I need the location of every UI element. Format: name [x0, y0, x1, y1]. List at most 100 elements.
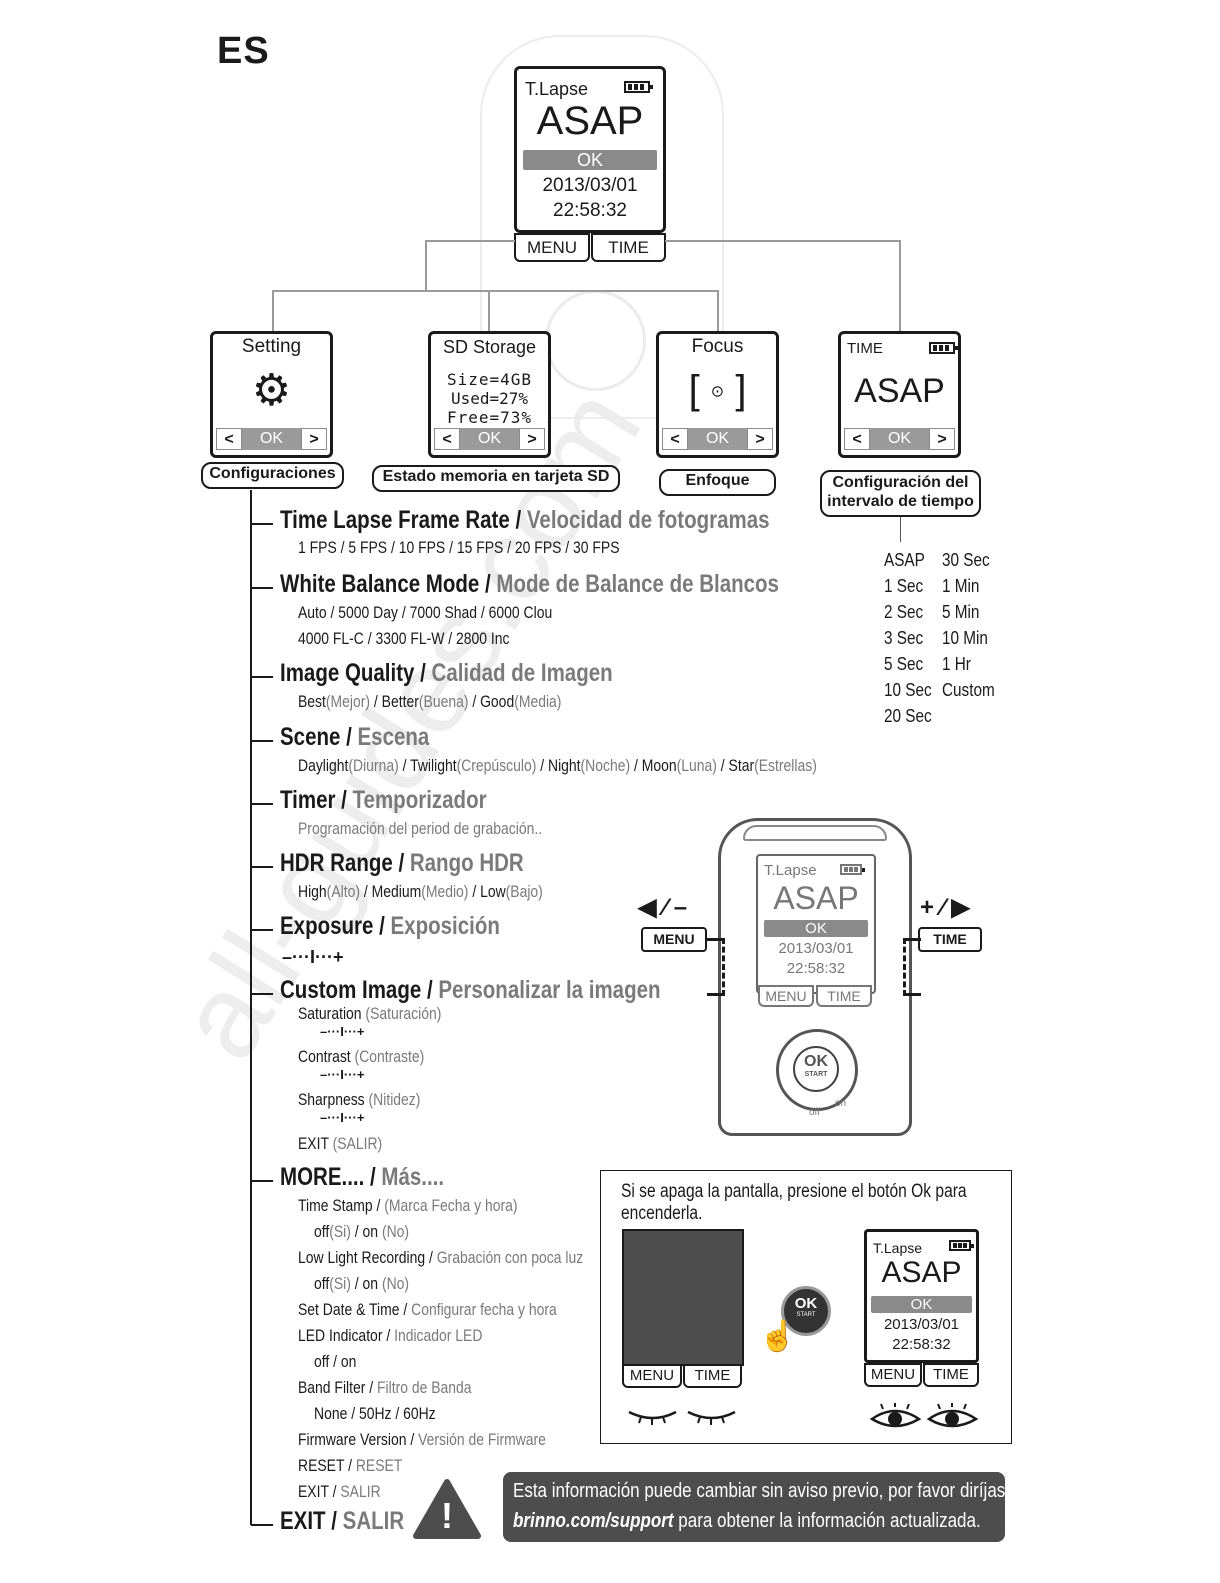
sharpness-scale[interactable]: –···I···+	[320, 1110, 365, 1125]
more-timestamp[interactable]: Time Stamp / (Marca Fecha y hora)	[298, 1196, 518, 1215]
time-button[interactable]: TIME	[591, 233, 666, 262]
open-eyes-icon	[869, 1403, 979, 1428]
right-arrow-icon[interactable]: >	[301, 428, 327, 450]
focus-navbar: < OK >	[662, 428, 773, 450]
tree-tick	[251, 1180, 273, 1182]
device-start-label: START	[804, 1071, 828, 1078]
interval-option: 10 Min	[942, 628, 988, 648]
focus-title: Focus	[691, 336, 744, 357]
sharpness-label[interactable]: Sharpness (Nitidez)	[298, 1090, 421, 1109]
more-low-light[interactable]: Low Light Recording / Grabación con poca…	[298, 1248, 584, 1267]
ok-press-button[interactable]: OK START	[781, 1286, 831, 1336]
connector-line	[488, 290, 490, 332]
interval-option: 30 Sec	[942, 550, 990, 570]
menu-hdr[interactable]: HDR Range / Rango HDR	[280, 849, 524, 877]
on-time-button[interactable]: TIME	[923, 1363, 979, 1387]
ok-bar: OK	[523, 150, 657, 170]
tree-tick	[251, 993, 273, 995]
device-screen: T.Lapse ASAP OK 2013/03/01 22:58:32	[756, 854, 876, 994]
ok-label[interactable]: OK	[870, 428, 929, 450]
more-reset[interactable]: RESET / RESET	[298, 1456, 403, 1475]
ok-label[interactable]: OK	[688, 428, 747, 450]
timer-description: Programación del period de grabación..	[298, 819, 543, 838]
support-link[interactable]: brinno.com/support	[513, 1510, 674, 1532]
on-screen-interval: ASAP	[881, 1256, 962, 1289]
tree-tick	[251, 866, 273, 868]
menu-button[interactable]: MENU	[514, 233, 590, 262]
menu-callout: MENU	[641, 927, 707, 952]
menu-white-balance[interactable]: White Balance Mode / Mode de Balance de …	[280, 570, 779, 598]
more-band-filter[interactable]: Band Filter / Filtro de Banda	[298, 1378, 472, 1397]
saturation-label[interactable]: Saturation (Saturación)	[298, 1004, 442, 1023]
tree-tick	[251, 929, 273, 931]
right-arrow-icon[interactable]: >	[929, 428, 955, 450]
menu-tree-line	[250, 490, 252, 1525]
connector-line	[272, 290, 719, 292]
mode-label: T.Lapse	[525, 79, 589, 99]
wb-options-2: 4000 FL-C / 3300 FL-W / 2800 Inc	[298, 629, 510, 648]
contrast-scale[interactable]: –···I···+	[320, 1067, 365, 1082]
more-set-date[interactable]: Set Date & Time / Configurar fecha y hor…	[298, 1300, 557, 1319]
menu-timer[interactable]: Timer / Temporizador	[280, 786, 487, 814]
sd-size: Size=4GB	[446, 370, 533, 389]
tree-tick	[251, 1524, 273, 1526]
info-menu-button[interactable]: MENU	[622, 1364, 682, 1388]
notice-line2: brinno.com/support para obtener la infor…	[513, 1510, 981, 1532]
plus-right-icon: + ⁄ ▶	[920, 894, 970, 921]
background-ok-ring	[545, 290, 646, 391]
device-ok-button[interactable]: OK START	[793, 1046, 839, 1092]
on-menu-button[interactable]: MENU	[864, 1363, 922, 1387]
device-mode: T.Lapse	[764, 862, 817, 879]
ok-label[interactable]: OK	[242, 428, 301, 450]
menu-scene[interactable]: Scene / Escena	[280, 723, 430, 751]
background-device-outline	[480, 35, 724, 419]
time-interval-value: ASAP	[854, 372, 945, 410]
ok-label[interactable]: OK	[460, 428, 519, 450]
more-low-light-options: off(Si) / on (No)	[314, 1274, 410, 1293]
connector-line	[425, 240, 515, 242]
tree-tick	[251, 587, 273, 589]
scene-options: Daylight(Diurna) / Twilight(Crepúsculo) …	[298, 756, 817, 775]
left-arrow-icon[interactable]: <	[216, 428, 242, 450]
battery-icon	[949, 1240, 974, 1251]
device-ok-ring	[776, 1029, 858, 1111]
device-ok-label: OK	[804, 1053, 828, 1070]
gear-icon: ⚙	[251, 366, 292, 415]
menu-custom-image[interactable]: Custom Image / Personalizar la imagen	[280, 976, 661, 1004]
device-time-button[interactable]: TIME	[816, 985, 872, 1007]
saturation-scale[interactable]: –···I···+	[320, 1024, 365, 1039]
left-arrow-icon[interactable]: <	[844, 428, 870, 450]
battery-icon	[929, 342, 958, 354]
sd-panel: SD Storage Size=4GB Used=27% Free=73% < …	[428, 331, 551, 458]
device-illustration: T.Lapse ASAP OK 2013/03/01 22:58:32 MENU…	[718, 818, 912, 1136]
time-navbar: < OK >	[844, 428, 955, 450]
sd-title: SD Storage	[442, 337, 537, 357]
left-arrow-icon[interactable]: <	[434, 428, 460, 450]
contrast-label[interactable]: Contrast (Contraste)	[298, 1047, 425, 1066]
warning-glyph: !	[441, 1495, 453, 1536]
more-firmware[interactable]: Firmware Version / Versión de Firmware	[298, 1430, 546, 1449]
tree-tick	[251, 676, 273, 678]
focus-panel: Focus [ ⊙ ] < OK >	[656, 331, 779, 458]
right-arrow-icon[interactable]: >	[519, 428, 545, 450]
interval-option: 2 Sec	[884, 602, 924, 622]
custom-exit[interactable]: EXIT (SALIR)	[298, 1134, 383, 1153]
right-arrow-icon[interactable]: >	[747, 428, 773, 450]
more-led[interactable]: LED Indicator / Indicador LED	[298, 1326, 483, 1345]
menu-exposure[interactable]: Exposure / Exposición	[280, 912, 500, 940]
menu-exit[interactable]: EXIT / SALIR	[280, 1507, 405, 1535]
connector-line	[272, 290, 274, 332]
on-screen: T.Lapse ASAP OK 2013/03/01 22:58:32	[864, 1229, 979, 1363]
menu-frame-rate[interactable]: Time Lapse Frame Rate / Velocidad de fot…	[280, 506, 770, 534]
info-time-button[interactable]: TIME	[683, 1364, 742, 1388]
date-value: 2013/03/01	[542, 175, 638, 196]
connector-line	[425, 240, 427, 290]
exposure-scale[interactable]: –···I···+	[282, 947, 344, 967]
interval-option: 10 Sec	[884, 680, 932, 700]
more-exit[interactable]: EXIT / SALIR	[298, 1482, 381, 1501]
device-menu-button[interactable]: MENU	[758, 985, 814, 1007]
interval-option: 3 Sec	[884, 628, 924, 648]
left-arrow-icon[interactable]: <	[662, 428, 688, 450]
menu-more[interactable]: MORE.... / Más....	[280, 1163, 445, 1191]
menu-image-quality[interactable]: Image Quality / Calidad de Imagen	[280, 659, 613, 687]
